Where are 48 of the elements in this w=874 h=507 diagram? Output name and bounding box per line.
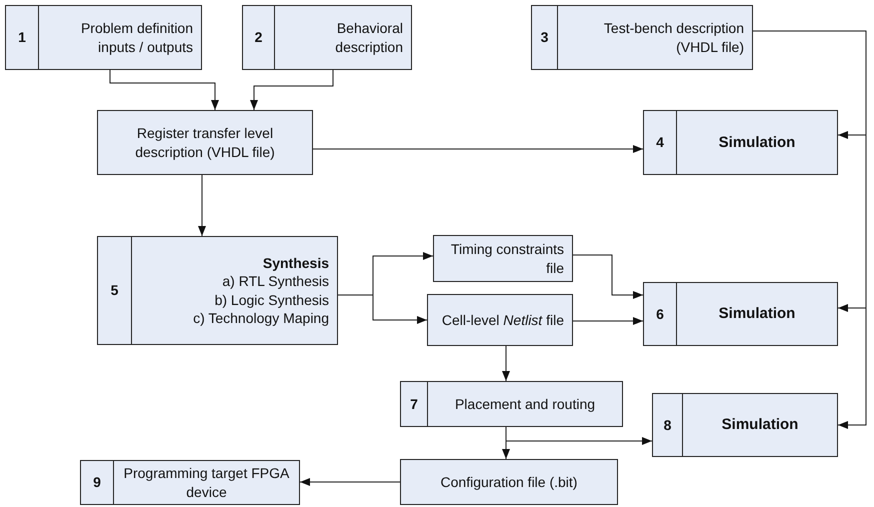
step-number: 1 [18, 28, 26, 47]
box-text: a) RTL Synthesis [221, 272, 329, 290]
arrow [506, 426, 652, 445]
process-box [5, 5, 202, 70]
process-box [643, 282, 838, 346]
arrow [572, 254, 644, 299]
step-number: 5 [110, 281, 118, 300]
process-box [97, 110, 313, 175]
arrow [502, 346, 510, 382]
arrow [338, 294, 428, 324]
box-text: Placement and routing [454, 394, 596, 414]
box-text: Register transfer level description (VHDL file) [134, 124, 276, 161]
arrow [312, 145, 644, 153]
process-box [643, 110, 838, 175]
box-text: Test-bench description (VHDL file) [602, 19, 744, 56]
process-box [97, 236, 338, 345]
process-box [652, 393, 838, 457]
process-box [400, 459, 618, 505]
box-text: c) Technology Maping [192, 308, 329, 327]
process-box [242, 5, 412, 70]
box-text: b) Logic Synthesis [214, 290, 329, 309]
box-text: Programming target FPGA device [122, 464, 290, 501]
box-text: Simulation [720, 415, 800, 435]
process-box [531, 5, 753, 70]
step-number: 6 [656, 304, 664, 324]
process-box [400, 381, 623, 427]
box-text: Simulation [718, 132, 796, 152]
step-number: 8 [664, 416, 672, 434]
arrow [250, 70, 334, 110]
step-number: 2 [254, 28, 262, 47]
process-box [80, 460, 300, 505]
box-text: Behavioral description [334, 19, 403, 56]
box-text: Cell-level Netlist file [440, 310, 564, 330]
arrow [110, 70, 219, 110]
arrow [572, 317, 644, 325]
step-number: 3 [540, 28, 548, 47]
step-number: 9 [93, 473, 101, 492]
arrow [198, 174, 206, 236]
box-text: Timing constraints file [450, 240, 564, 277]
step-number: 7 [410, 394, 418, 414]
box-text: Configuration file (.bit) [440, 472, 578, 492]
process-box [433, 235, 573, 282]
arrow [300, 478, 400, 486]
box-text: Simulation [718, 304, 796, 324]
step-number: 4 [656, 133, 664, 152]
box-text: Synthesis [262, 254, 329, 272]
box-text: Problem definition inputs / outputs [80, 19, 193, 56]
process-box [427, 294, 573, 346]
